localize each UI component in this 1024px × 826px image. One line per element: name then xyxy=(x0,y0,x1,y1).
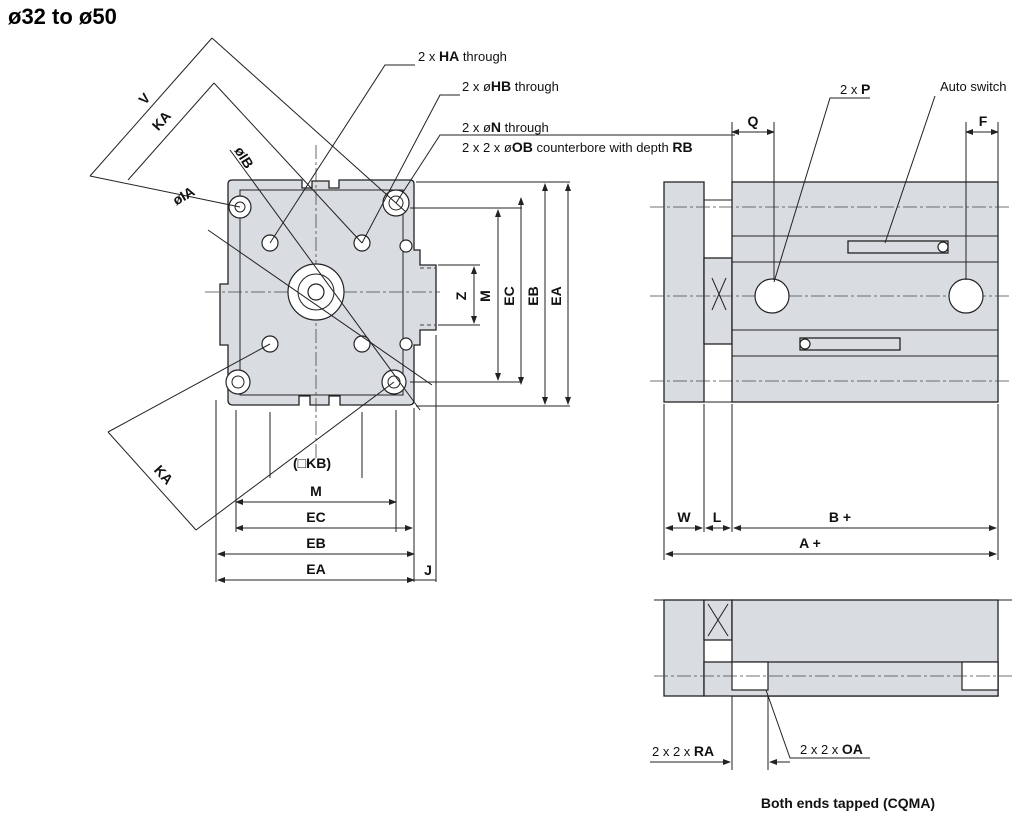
dim-label-m-v: M xyxy=(477,290,493,302)
dim-label-j: J xyxy=(424,562,432,578)
hole-n-2 xyxy=(399,337,413,351)
leader-hb xyxy=(361,94,460,244)
leader-ob xyxy=(395,134,735,204)
diag-ref-1 xyxy=(207,229,433,386)
rod-x-2 xyxy=(711,277,727,311)
callout-p: 2 x P xyxy=(840,81,870,97)
hole-bottom-left xyxy=(225,369,251,395)
side-neck-top xyxy=(703,199,733,259)
callout-hb: 2 x øHB through xyxy=(462,78,559,94)
side-view: Q F 2 x P Auto switch W L B + A + xyxy=(650,79,1012,560)
port-right xyxy=(948,278,984,314)
ka-bottom-ext-2 xyxy=(195,381,395,531)
port-left xyxy=(754,278,790,314)
front-inner-rect xyxy=(239,189,404,396)
leader-ha xyxy=(269,64,415,244)
dim-label-eb-v: EB xyxy=(525,286,541,305)
callout-ha: 2 x HA through xyxy=(418,48,507,64)
rod-inner xyxy=(307,283,325,301)
dim-label-w: W xyxy=(677,509,691,525)
hole-bottom-left-inner xyxy=(231,375,245,389)
ka-top-dim xyxy=(127,82,215,181)
dim-label-v: V xyxy=(135,89,154,107)
v-ext-line xyxy=(211,37,407,213)
dim-label-kb: (□KB) xyxy=(293,455,331,471)
dim-label-l: L xyxy=(713,509,722,525)
dim-label-ea-v: EA xyxy=(548,286,564,305)
front-view: (□KB) M EC EB EA J Z M EC EB EA V KA KA … xyxy=(89,37,735,583)
dim-label-q: Q xyxy=(748,113,759,129)
v-extension-top xyxy=(89,37,213,177)
dim-label-ec-v: EC xyxy=(501,286,517,305)
ka-ext xyxy=(213,82,363,244)
side-rod-end xyxy=(703,257,733,345)
auto-switch-top xyxy=(847,240,949,254)
ka-bottom-ext xyxy=(107,343,271,433)
hole-n-1 xyxy=(399,239,413,253)
callout-ob: 2 x 2 x øOB counterbore with depth RB xyxy=(462,139,693,155)
hole-top-left-inner xyxy=(234,201,246,213)
dim-label-f: F xyxy=(979,113,988,129)
side-end-plate xyxy=(663,181,705,403)
ka-bottom-dim xyxy=(107,431,197,531)
title: ø32 to ø50 xyxy=(8,4,117,29)
dim-label-ea-h: EA xyxy=(306,561,325,577)
dim-label-eb-h: EB xyxy=(306,535,325,551)
bottom-rod-x2 xyxy=(707,603,729,637)
auto-switch-top-screw xyxy=(937,241,949,253)
dim-label-z: Z xyxy=(453,291,469,300)
dim-label-ka-top: KA xyxy=(149,108,174,134)
leader-oa xyxy=(765,689,870,759)
hole-top-right-inner xyxy=(388,195,404,211)
v-ext-line-2 xyxy=(89,175,241,208)
dim-label-m-h: M xyxy=(310,483,322,499)
diag-ref-2 xyxy=(229,149,421,411)
callout-ra: 2 x 2 x RA xyxy=(652,743,714,759)
caption: Both ends tapped (CQMA) xyxy=(761,795,935,811)
auto-switch-bottom-screw xyxy=(799,338,811,350)
dim-label-ib: øIB xyxy=(231,144,257,172)
auto-switch-bottom xyxy=(799,337,901,351)
dim-label-b: B + xyxy=(829,509,851,525)
dim-label-ec-h: EC xyxy=(306,509,325,525)
callout-auto-switch: Auto switch xyxy=(940,79,1006,94)
callout-n: 2 x øN through xyxy=(462,119,549,135)
callout-oa: 2 x 2 x OA xyxy=(800,741,863,757)
leader-auto-switch xyxy=(884,95,936,244)
side-neck-bottom xyxy=(703,343,733,403)
leader-p xyxy=(773,97,870,283)
bottom-end-plate xyxy=(663,599,705,697)
dim-label-ia: øIA xyxy=(170,183,198,208)
bottom-view: 2 x 2 x RA 2 x 2 x OA Both ends tapped (… xyxy=(650,599,1012,811)
dim-label-a: A + xyxy=(799,535,821,551)
